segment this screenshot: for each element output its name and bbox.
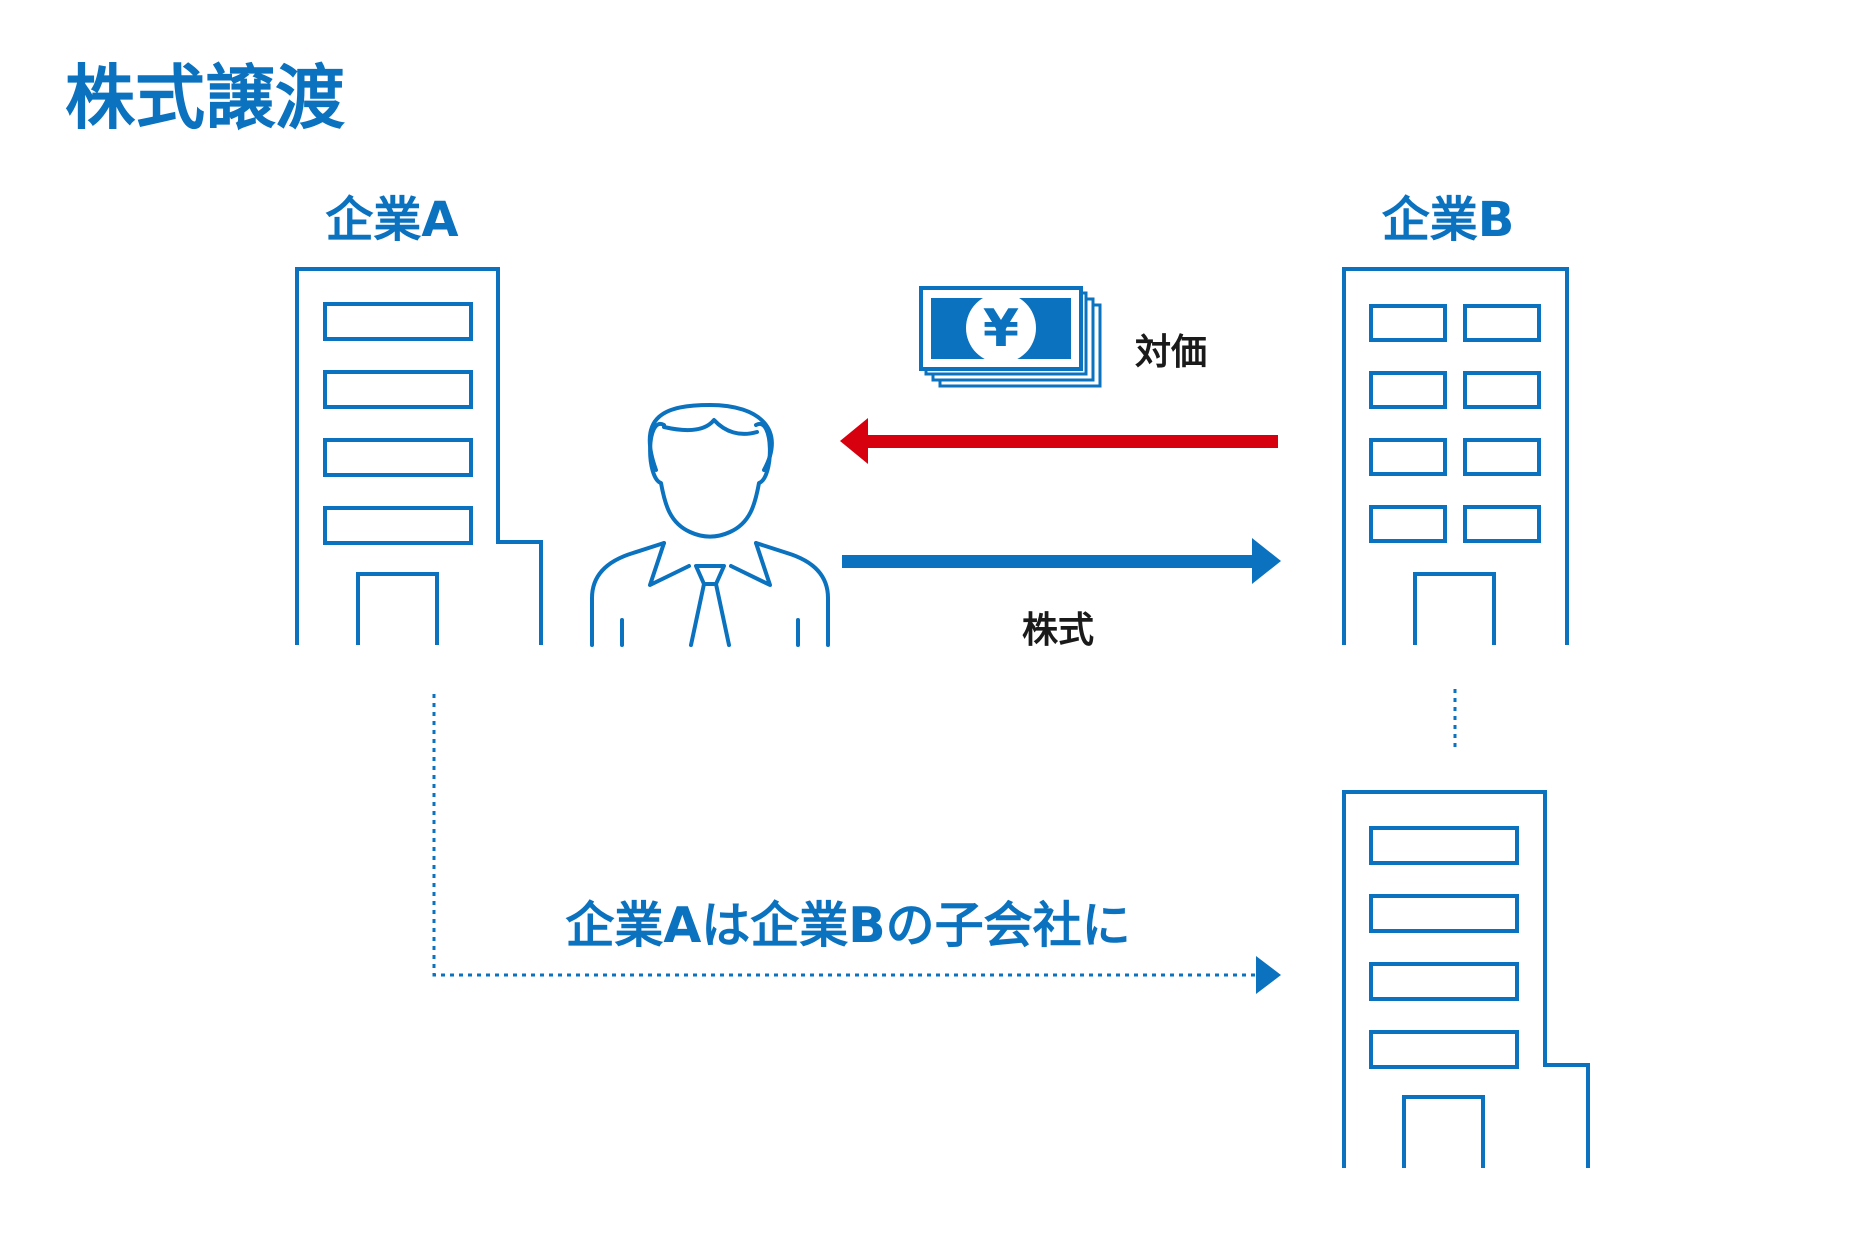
payment-arrow (840, 418, 1278, 464)
shares-label: 株式 (1022, 610, 1094, 651)
subsidiary-arrow (432, 694, 1281, 994)
result-label: 企業Aは企業Bの子会社に (565, 897, 1130, 954)
subsidiary-building-icon (1342, 790, 1590, 1168)
yen-banknote-icon: ¥ (919, 286, 1102, 388)
company-b-building-icon (1342, 267, 1569, 645)
payment-label: 対価 (1135, 332, 1207, 373)
person-icon (590, 403, 830, 647)
diagram-title: 株式譲渡 (65, 57, 345, 139)
company-a-label: 企業A (325, 192, 458, 248)
yen-symbol: ¥ (983, 299, 1019, 359)
shares-arrow (842, 538, 1281, 584)
company-b-label: 企業B (1382, 192, 1515, 248)
company-a-building-icon (295, 267, 543, 645)
